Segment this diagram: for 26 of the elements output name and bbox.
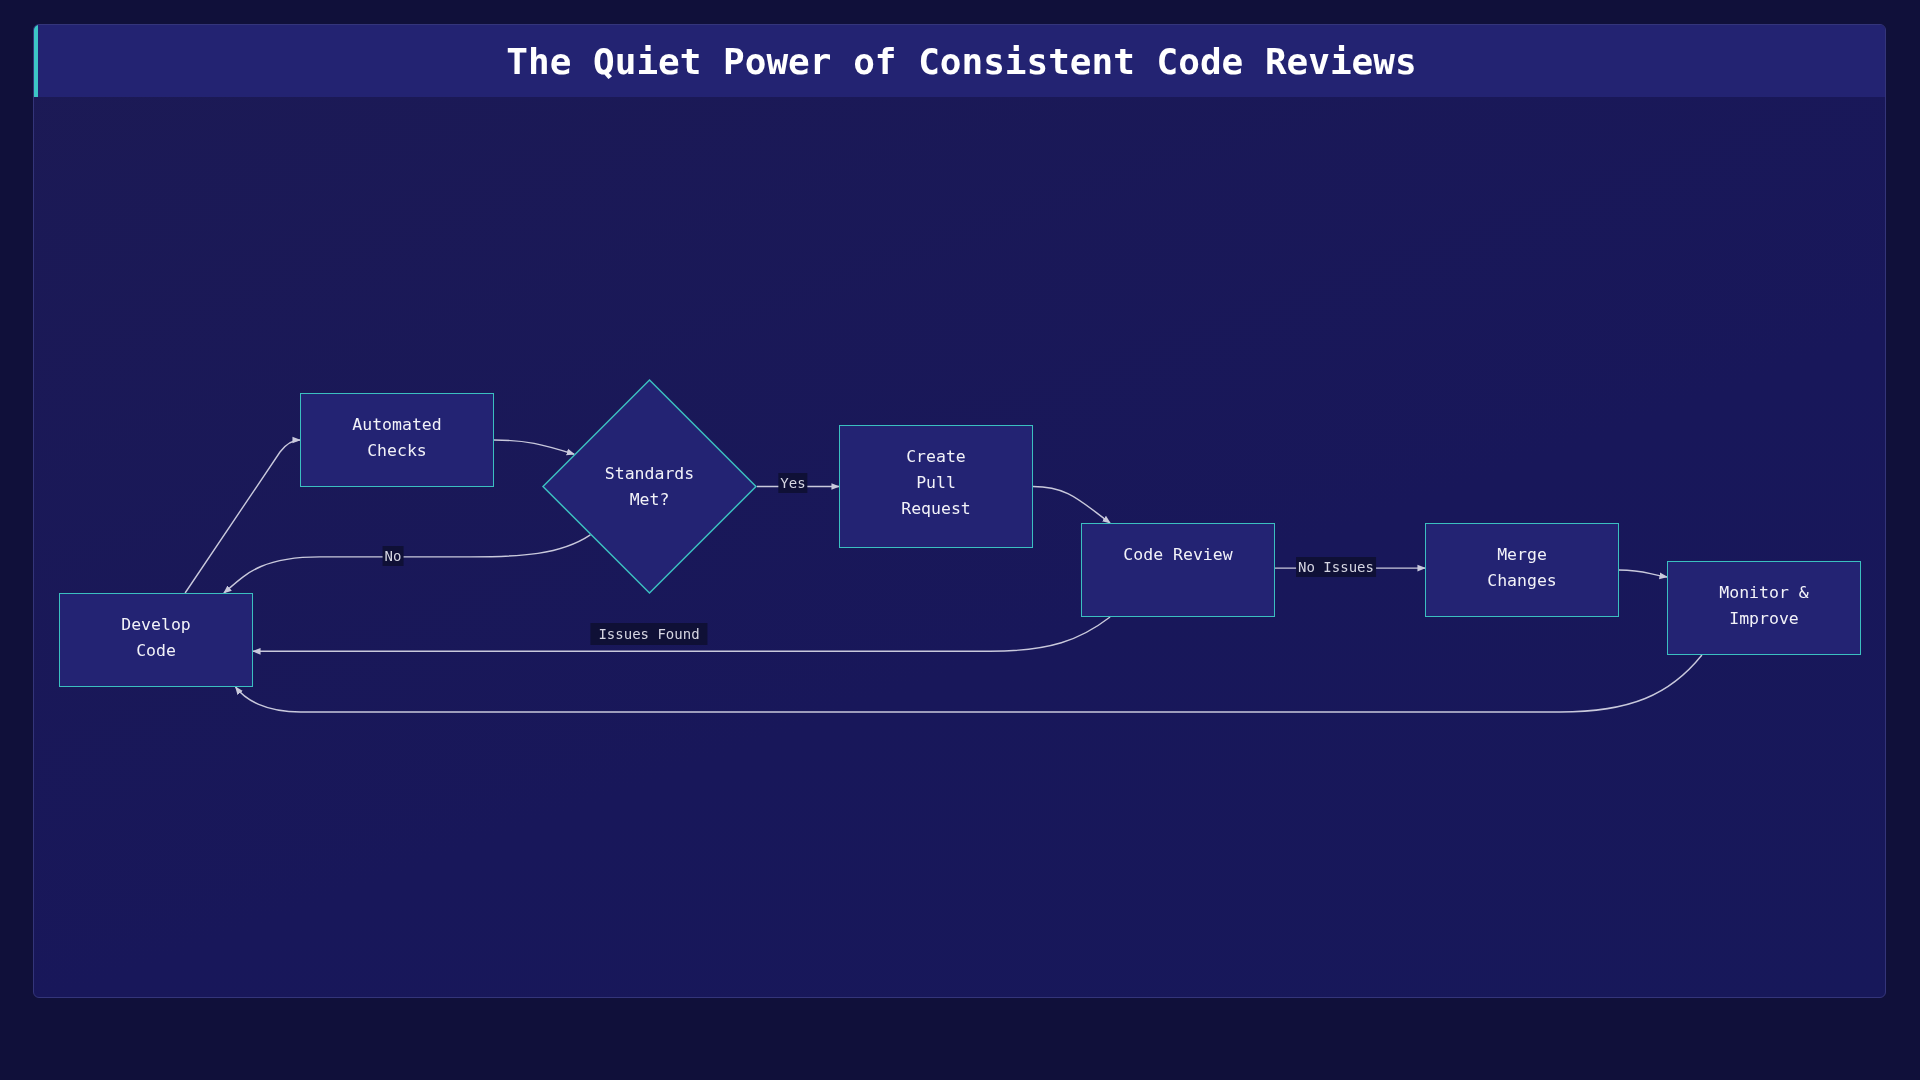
node-label: Monitor & Improve — [1718, 582, 1810, 630]
arrow — [493, 439, 576, 456]
node-label: Automated Checks — [351, 414, 443, 462]
process-box — [1667, 561, 1861, 655]
edge-label: Issues Found — [590, 623, 708, 645]
arrow — [184, 437, 301, 594]
node-label: Develop Code — [120, 614, 192, 662]
arrow — [234, 654, 1703, 713]
process-box — [839, 425, 1033, 548]
process-box — [300, 393, 494, 487]
edge-label: No Issues — [1296, 557, 1376, 577]
process-box — [1081, 523, 1275, 617]
arrow — [223, 534, 592, 594]
arrow — [1032, 485, 1111, 524]
node-label: Create Pull Request — [900, 446, 972, 520]
node-label: Merge Changes — [1486, 544, 1558, 592]
diagram-title: The Quiet Power of Consistent Code Reviews — [506, 40, 1417, 82]
node-label: Code Review — [1123, 544, 1233, 566]
decision-diamond — [542, 379, 757, 594]
arrow — [1618, 569, 1668, 580]
process-box — [1425, 523, 1619, 617]
edge-label: No — [382, 546, 404, 566]
process-box — [59, 593, 253, 687]
arrow — [252, 616, 1111, 655]
node-label: Standards Met? — [603, 462, 696, 511]
edge-label: Yes — [778, 473, 808, 493]
